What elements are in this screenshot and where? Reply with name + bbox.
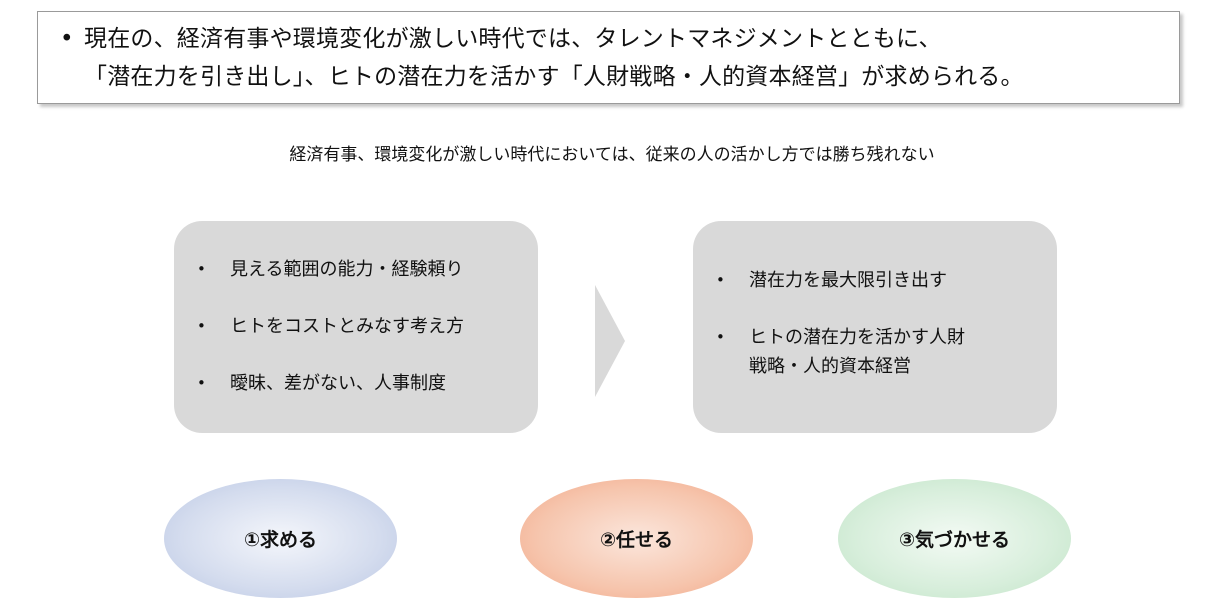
list-item: • 曖昧、差がない、人事制度	[197, 369, 446, 398]
ellipse-awareness: ③気づかせる	[838, 479, 1071, 598]
chevron-right-icon	[595, 285, 625, 397]
subtitle: 経済有事、環境変化が激しい時代においては、従来の人の活かし方では勝ち残れない	[289, 145, 935, 165]
ellipse-label: ②任せる	[599, 529, 674, 551]
list-item-text: ヒトをコストとみなす考え方	[230, 316, 464, 337]
bullet-dot: •	[197, 260, 206, 278]
ellipse-label: ①求める	[243, 529, 318, 551]
list-item: • 見える範囲の能力・経験頼り	[197, 255, 464, 284]
bullet-dot: •	[197, 374, 206, 392]
target-state-panel: • 潜在力を最大限引き出す • ヒトの潜在力を活かす人財戦略・人的資本経営	[693, 221, 1057, 433]
ellipse-label: ③気づかせる	[898, 529, 1011, 551]
list-item-text: 潜在力を最大限引き出す	[749, 270, 947, 291]
list-item-text-continued: 戦略・人的資本経営	[749, 356, 911, 377]
headline-box: • 現在の、経済有事や環境変化が激しい時代では、タレントマネジメントとともに、 「…	[37, 11, 1180, 104]
bullet-dot: •	[197, 317, 206, 335]
list-item: • ヒトをコストとみなす考え方	[197, 312, 464, 341]
current-state-panel: • 見える範囲の能力・経験頼り • ヒトをコストとみなす考え方 • 曖昧、差がない、人…	[174, 221, 538, 433]
headline-line-2: 「潜在力を引き出し」、ヒトの潜在力を活かす「人財戦略・人的資本経営」が求められる…	[84, 62, 1024, 92]
list-item: • 潜在力を最大限引き出す	[716, 266, 947, 295]
ellipse-demand: ①求める	[164, 479, 397, 598]
bullet-dot: •	[716, 328, 725, 346]
headline-text-2: 「潜在力を引き出し」、ヒトの潜在力を活かす「人財戦略・人的資本経営」が求められる…	[84, 64, 1024, 90]
bullet-dot: •	[716, 271, 725, 289]
list-item: • ヒトの潜在力を活かす人財戦略・人的資本経営	[716, 323, 965, 381]
headline-line-1: • 現在の、経済有事や環境変化が激しい時代では、タレントマネジメントとともに、	[60, 24, 942, 54]
list-item-text: 曖昧、差がない、人事制度	[230, 373, 446, 394]
list-item-text: ヒトの潜在力を活かす人財	[749, 327, 965, 348]
ellipse-entrust: ②任せる	[520, 479, 753, 598]
list-item-text: 見える範囲の能力・経験頼り	[230, 259, 464, 280]
headline-text-1: 現在の、経済有事や環境変化が激しい時代では、タレントマネジメントとともに、	[84, 26, 942, 52]
headline-bullet: •	[60, 26, 74, 52]
